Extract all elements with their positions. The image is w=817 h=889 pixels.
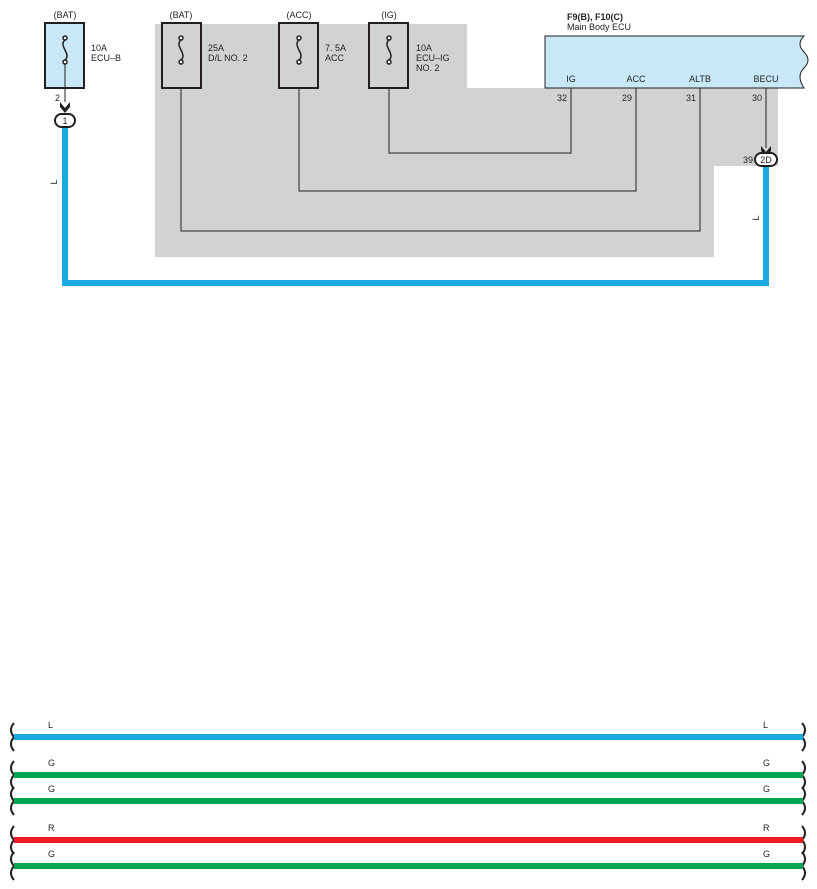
fuse-acc-name: ACC xyxy=(325,53,345,63)
wire-break-left xyxy=(10,760,16,790)
legend-wire-code-left: R xyxy=(48,823,55,833)
legend-wire-code-right: G xyxy=(763,849,770,859)
ecu-pin-altb: 31 xyxy=(686,93,696,103)
fuse-symbol xyxy=(296,35,302,65)
connector-arrow-1 xyxy=(60,102,70,113)
ecu-terminal-acc: ACC xyxy=(626,74,646,84)
wire-label-right: L xyxy=(751,215,761,220)
main-body-ecu: F9(B), F10(C) Main Body ECU IG ACC ALTB … xyxy=(544,12,809,103)
legend-wire-code-right: G xyxy=(763,784,770,794)
legend-wire-code-left: L xyxy=(48,720,53,730)
legend-wire-code-left: G xyxy=(48,758,55,768)
wire-break-left xyxy=(10,825,16,855)
fuse-dl-rating: 25A xyxy=(208,43,224,53)
connector-2d-label: 2D xyxy=(760,155,772,165)
fuse-dl-name: D/L NO. 2 xyxy=(208,53,248,63)
wire-break-left xyxy=(10,722,16,752)
fuse-dl-no2: (BAT) 25A D/L NO. 2 xyxy=(161,10,248,89)
ecu-box xyxy=(544,35,809,89)
ecu-pin-becu: 30 xyxy=(752,93,762,103)
fuse-acc-supply: (ACC) xyxy=(287,10,312,20)
fuse-ig-name: ECU–IG xyxy=(416,53,450,63)
wire-break-left xyxy=(10,851,16,881)
wire-altb xyxy=(180,74,701,232)
fuse-dl-supply: (BAT) xyxy=(170,10,193,20)
ecu-terminal-altb: ALTB xyxy=(689,74,711,84)
fuse-ecub-pin: 2 xyxy=(55,93,60,103)
legend-wire-code-right: G xyxy=(763,758,770,768)
fuse-ig-rating: 10A xyxy=(416,43,432,53)
junction-pin-39: 39 xyxy=(743,155,753,165)
fuse-ecub-name: ECU–B xyxy=(91,53,121,63)
ecu-terminal-becu: BECU xyxy=(753,74,778,84)
wire-break-left xyxy=(10,786,16,816)
fuse-ecu-ig-no2: (IG) 10A ECU–IG NO. 2 xyxy=(368,10,450,89)
ecu-pin-acc: 29 xyxy=(622,93,632,103)
fuse-symbol xyxy=(178,35,184,65)
fuse-ig-name2: NO. 2 xyxy=(416,63,440,73)
wire-ig xyxy=(388,88,572,154)
connector-2d: 2D xyxy=(754,152,778,167)
fuse-acc: (ACC) 7. 5A ACC xyxy=(278,10,346,89)
legend-wire-code-right: R xyxy=(763,823,770,833)
legend-wire-code-left: G xyxy=(48,849,55,859)
fuse-ig-supply: (IG) xyxy=(381,10,397,20)
legend-wire-code-right: L xyxy=(763,720,768,730)
fuse-ecub-rating: 10A xyxy=(91,43,107,53)
wire-label-left: L xyxy=(49,179,59,184)
wire-l-main xyxy=(62,127,769,286)
connector-1-label: 1 xyxy=(62,116,67,126)
wire-acc xyxy=(298,88,637,192)
signal-wires xyxy=(64,74,767,232)
fuse-ecub-supply: (BAT) xyxy=(54,10,77,20)
fuse-symbol xyxy=(386,35,392,65)
ecu-terminal-ig: IG xyxy=(566,74,576,84)
legend-wire-code-left: G xyxy=(48,784,55,794)
fuse-acc-rating: 7. 5A xyxy=(325,43,346,53)
ecu-title: F9(B), F10(C) xyxy=(567,12,623,22)
fuse-ecu-b: (BAT) 10A ECU–B xyxy=(44,10,121,89)
ecu-pin-ig: 32 xyxy=(557,93,567,103)
fuse-symbol xyxy=(62,35,68,88)
connector-1: 1 xyxy=(54,113,76,128)
ecu-subtitle: Main Body ECU xyxy=(567,22,631,32)
